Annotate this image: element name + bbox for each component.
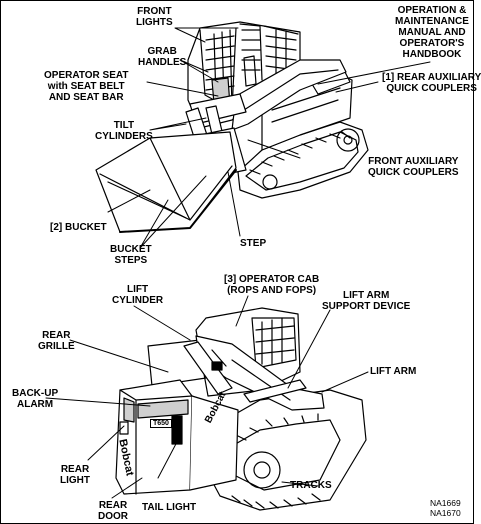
label-backup-alarm: BACK-UP ALARM — [12, 388, 59, 410]
lower-leader-lines — [45, 295, 369, 499]
label-tail-light: TAIL LIGHT — [142, 502, 197, 513]
label-front-aux-couplers: FRONT AUXILIARY QUICK COUPLERS — [368, 156, 459, 178]
label-tilt-cylinders: TILT CYLINDERS — [95, 120, 153, 142]
label-lift-arm-support: LIFT ARM SUPPORT DEVICE — [322, 290, 411, 312]
rear-lift-arm — [183, 335, 325, 411]
rear-engine-box — [115, 379, 239, 495]
front-bucket — [95, 131, 237, 233]
label-rear-light: REAR LIGHT — [60, 464, 90, 486]
label-rear-door: REAR DOOR — [98, 500, 128, 522]
figure-code-2: NA1670 — [430, 508, 461, 518]
figure-code-1: NA1669 — [430, 498, 461, 508]
front-lift-arm — [189, 59, 347, 131]
label-step: STEP — [240, 238, 267, 249]
label-front-lights: FRONT LIGHTS — [136, 6, 173, 28]
rear-view-machine — [115, 307, 367, 511]
label-lift-arm: LIFT ARM — [370, 366, 417, 377]
label-bucket-steps: BUCKET STEPS — [110, 244, 152, 266]
label-operator-seat: OPERATOR SEAT with SEAT BELT AND SEAT BA… — [44, 70, 129, 103]
upper-leader-lines — [107, 27, 431, 249]
label-bucket: [2] BUCKET — [50, 222, 107, 233]
label-tracks: TRACKS — [290, 480, 332, 491]
model-badge: T650 — [150, 419, 172, 428]
label-lift-cylinder: LIFT CYLINDER — [112, 284, 164, 306]
label-rear-grille: REAR GRILLE — [38, 330, 75, 352]
label-grab-handles: GRAB HANDLES — [138, 46, 187, 68]
front-view-machine — [95, 21, 369, 233]
label-rear-aux-couplers: [1] REAR AUXILIARY QUICK COUPLERS — [382, 72, 481, 94]
label-operator-cab: [3] OPERATOR CAB (ROPS AND FOPS) — [224, 274, 320, 296]
label-operation-manual: OPERATION & MAINTENANCE MANUAL AND OPERA… — [395, 5, 469, 60]
